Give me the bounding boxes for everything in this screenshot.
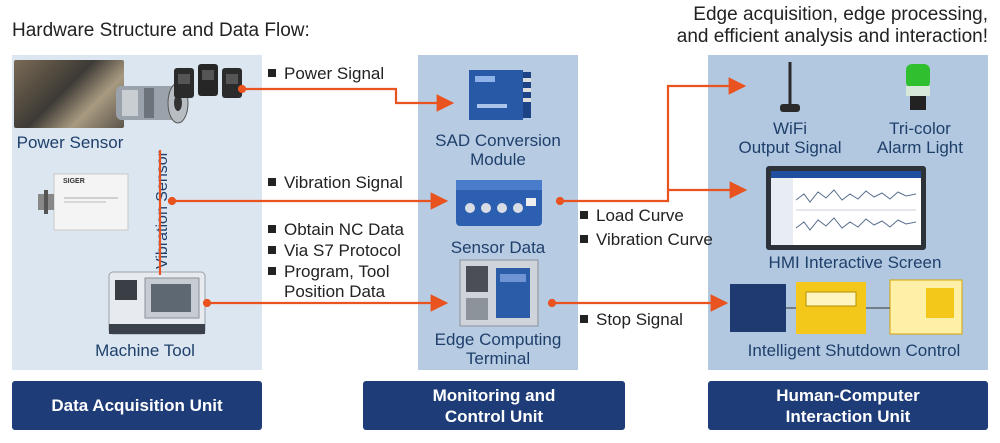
signal-s7: Via S7 Protocol [268, 241, 401, 261]
siger-brand-text: SIGER [63, 178, 85, 185]
bullet-icon [268, 245, 276, 254]
current-transformer-photo [174, 64, 242, 98]
data-acquisition-unit-bar: Data Acquisition Unit [12, 381, 262, 430]
signal-stop: Stop Signal [580, 310, 683, 330]
signal-program-line-2: Position Data [284, 282, 386, 301]
sensor-data-device-photo [456, 180, 542, 226]
alarm-light-label-line-1: Tri-color [889, 119, 951, 138]
bullet-icon [268, 177, 276, 186]
signal-nc-data: Obtain NC Data [268, 220, 404, 240]
edge-terminal-label-line-1: Edge Computing [434, 330, 562, 349]
sad-module-photo [469, 70, 531, 120]
diagram-title: Hardware Structure and Data Flow: [12, 20, 310, 41]
bullet-icon [268, 266, 276, 275]
shutdown-control-label: Intelligent Shutdown Control [747, 341, 961, 360]
nc-data-arrow [202, 294, 449, 312]
alarm-light-label-line-2: Alarm Light [877, 138, 963, 157]
hci-unit-line-2: Interaction Unit [785, 406, 911, 426]
edge-terminal-label-line-2: Terminal [465, 349, 531, 368]
sad-module-label-line-1: SAD Conversion [435, 131, 561, 150]
tagline-line-2: and efficient analysis and interaction! [676, 26, 988, 47]
signal-vibration: Vibration Signal [268, 173, 403, 193]
edge-terminal-label: Edge Computing Terminal [420, 330, 576, 368]
signal-vibration-curve: Vibration Curve [580, 230, 713, 250]
sad-module-label: SAD Conversion Module [420, 131, 576, 169]
vibration-signal-arrow [158, 150, 449, 275]
signal-load-curve: Load Curve [580, 206, 684, 226]
hci-unit-line-1: Human-Computer [776, 385, 920, 405]
power-sensor-label: Power Sensor [16, 133, 124, 152]
wifi-label: WiFi Output Signal [730, 119, 850, 157]
machine-tool-photo [108, 271, 206, 335]
hmi-screen-label: HMI Interactive Screen [768, 253, 942, 272]
wifi-label-line-1: WiFi [773, 119, 807, 138]
signal-power: Power Signal [268, 64, 384, 84]
load-curve-arrow [555, 77, 748, 206]
monitoring-unit-line-2: Control Unit [444, 406, 544, 426]
machine-tool-label: Machine Tool [95, 341, 195, 360]
monitoring-unit-line-1: Monitoring and [432, 385, 556, 405]
bullet-icon [268, 68, 276, 77]
stop-signal-arrow [547, 294, 729, 312]
alarm-light-photo [906, 64, 930, 110]
tagline: Edge acquisition, edge processing, and e… [677, 4, 988, 48]
shutdown-control-photo [730, 279, 963, 335]
monitoring-unit-bar: Monitoring and Control Unit [363, 381, 625, 430]
bullet-icon [268, 224, 276, 233]
sad-module-label-line-2: Module [470, 150, 526, 169]
bullet-icon [580, 210, 588, 219]
wifi-label-line-2: Output Signal [738, 138, 842, 157]
power-cabinet-photo [14, 60, 124, 128]
bullet-icon [580, 314, 588, 323]
wifi-antenna-photo [780, 62, 800, 112]
alarm-light-label: Tri-color Alarm Light [860, 119, 980, 157]
bullet-icon [580, 234, 588, 243]
signal-program: Program, Tool [268, 262, 390, 282]
tagline-line-1: Edge acquisition, edge processing, [693, 4, 988, 25]
hci-unit-bar: Human-Computer Interaction Unit [708, 381, 988, 430]
edge-terminal-photo [459, 259, 539, 327]
sensor-data-label: Sensor Data [450, 238, 546, 257]
hmi-screen-photo [766, 166, 926, 250]
siger-sensor-photo [38, 173, 129, 231]
power-signal-arrow [237, 84, 455, 112]
